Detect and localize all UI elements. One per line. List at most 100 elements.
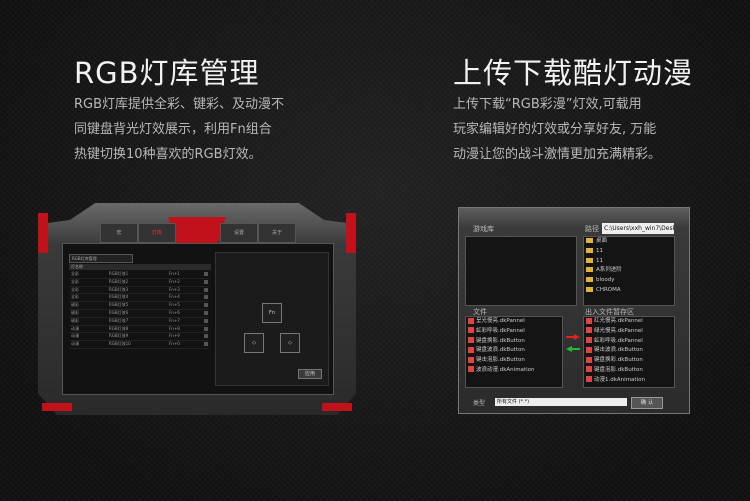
- out-file-item[interactable]: 键盘泡影.dkButton: [584, 366, 674, 376]
- effect-cell: 动漫: [71, 333, 79, 339]
- item-label: 动漫1.dkAnimation: [594, 376, 645, 383]
- confirm-button[interactable]: 确 认: [631, 397, 663, 409]
- tab-about[interactable]: 关于: [258, 223, 296, 243]
- effect-cell: 全彩: [71, 271, 79, 276]
- row-checkbox[interactable]: [204, 334, 208, 339]
- effect-cell: 全彩: [71, 278, 79, 284]
- tab-settings[interactable]: 设置: [220, 223, 258, 243]
- arrow-right-icon[interactable]: [566, 334, 580, 340]
- key[interactable]: ◇: [244, 333, 264, 353]
- row-checkbox[interactable]: [204, 342, 208, 347]
- row-checkbox[interactable]: [204, 279, 208, 284]
- apply-button[interactable]: 应用: [298, 369, 322, 379]
- row-checkbox[interactable]: [204, 310, 208, 315]
- item-label: 波浪动漫.dkAnimation: [476, 366, 535, 373]
- out-file-item[interactable]: 绿光慢亮.dkPannel: [584, 327, 674, 337]
- table-header: 灯名称: [69, 264, 211, 270]
- effects-label: 游戏库: [473, 225, 494, 233]
- tab-macro[interactable]: 宏: [100, 223, 138, 243]
- key[interactable]: ◇: [280, 333, 300, 353]
- effect-cell: Fn+1: [169, 271, 180, 276]
- folder-item[interactable]: 11: [584, 247, 674, 257]
- folder-icon: [586, 247, 593, 253]
- out-file-item[interactable]: 键击波浪.dkButton: [584, 346, 674, 356]
- effects-panel: [465, 236, 577, 306]
- folder-item[interactable]: bloody: [584, 276, 674, 286]
- file-icon: [586, 337, 592, 344]
- effect-cell: Fn+6: [169, 309, 180, 315]
- item-label: 键盘波浪.dkButton: [476, 347, 525, 354]
- right-desc-line: 玩家编辑好的灯效或分享好友, 万能: [453, 122, 657, 137]
- file-icon: [468, 356, 474, 363]
- row-checkbox[interactable]: [204, 272, 208, 276]
- red-accent: [38, 213, 48, 253]
- folder-item[interactable]: CHROMA: [584, 286, 674, 296]
- effect-cell: 全彩: [71, 286, 79, 292]
- file-item[interactable]: 虹彩呼吸.dkPannel: [466, 327, 562, 337]
- effect-cell: RGB灯效1: [109, 271, 129, 276]
- row-checkbox[interactable]: [204, 303, 208, 308]
- file-icon: [468, 327, 474, 334]
- row-checkbox[interactable]: [204, 287, 208, 292]
- left-desc-line: 热键切换10种喜欢的RGB灯效。: [74, 147, 262, 162]
- item-label: 键击泡影.dkButton: [476, 357, 525, 364]
- effect-cell: Fn+5: [169, 302, 180, 308]
- type-select[interactable]: 所有文件 (*.*): [495, 398, 627, 406]
- folder-icon: [586, 238, 593, 243]
- file-icon: [586, 327, 592, 334]
- effect-cell: Fn+8: [169, 325, 180, 331]
- file-icon: [586, 317, 592, 324]
- file-item[interactable]: 呈光慢亮.dkPannel: [466, 317, 562, 327]
- red-accent: [322, 403, 352, 411]
- file-item[interactable]: 键击泡影.dkButton: [466, 356, 562, 366]
- row-checkbox[interactable]: [204, 326, 208, 331]
- file-item[interactable]: 键盘换影.dkButton: [466, 337, 562, 347]
- item-label: bloody: [596, 277, 615, 284]
- effect-cell: RGB灯效4: [109, 294, 129, 300]
- library-combo[interactable]: RGB灯库管理: [69, 254, 133, 263]
- effect-cell: Fn+2: [169, 278, 180, 284]
- item-label: A系列进阶: [596, 267, 622, 274]
- path-input[interactable]: C:\Users\xxh_win7\Deskto: [602, 223, 674, 234]
- arrow-left-icon[interactable]: [566, 346, 580, 352]
- folder-item[interactable]: 桌面: [584, 237, 674, 247]
- item-label: 红光慢亮.dkPannel: [594, 318, 643, 324]
- row-checkbox[interactable]: [204, 318, 208, 323]
- upload-download-window: 游戏库 路径 C:\Users\xxh_win7\Deskto 桌面1111A系…: [458, 207, 690, 414]
- folder-icon: [586, 267, 593, 273]
- file-icon: [468, 317, 474, 324]
- effect-cell: 动漫: [71, 325, 79, 331]
- left-description: RGB灯库提供全彩、键彩、及动漫不 同键盘背光灯效展示，利用Fn组合 热键切换1…: [74, 92, 284, 167]
- effect-cell: 键彩: [71, 317, 79, 323]
- folder-item[interactable]: A系列进阶: [584, 266, 674, 276]
- type-label: 类型: [473, 400, 486, 407]
- effect-cell: Fn+9: [169, 333, 180, 339]
- row-checkbox[interactable]: [204, 295, 208, 300]
- fn-key[interactable]: Fn: [262, 303, 282, 323]
- out-file-item[interactable]: 键盘换彩.dkButton: [584, 356, 674, 366]
- folder-item[interactable]: 11: [584, 257, 674, 267]
- file-item[interactable]: 键盘波浪.dkButton: [466, 346, 562, 356]
- out-file-item[interactable]: 动漫1.dkAnimation: [584, 376, 674, 386]
- right-description: 上传下载“RGB彩漫”灯效,可载用 玩家编辑好的灯效或分享好友, 万能 动漫让您…: [453, 92, 661, 167]
- effect-row[interactable]: 全彩 RGB灯效1 Fn+1: [69, 271, 209, 279]
- right-desc-line: 上传下载“RGB彩漫”灯效,可载用: [453, 97, 642, 112]
- effect-cell: RGB灯效5: [109, 302, 129, 308]
- out-file-item[interactable]: 红光慢亮.dkPannel: [584, 317, 674, 327]
- tab-library[interactable]: 灯库: [138, 223, 176, 243]
- file-item[interactable]: 波浪动漫.dkAnimation: [466, 366, 562, 376]
- out-file-item[interactable]: 虹彩呼吸.dkPannel: [584, 337, 674, 347]
